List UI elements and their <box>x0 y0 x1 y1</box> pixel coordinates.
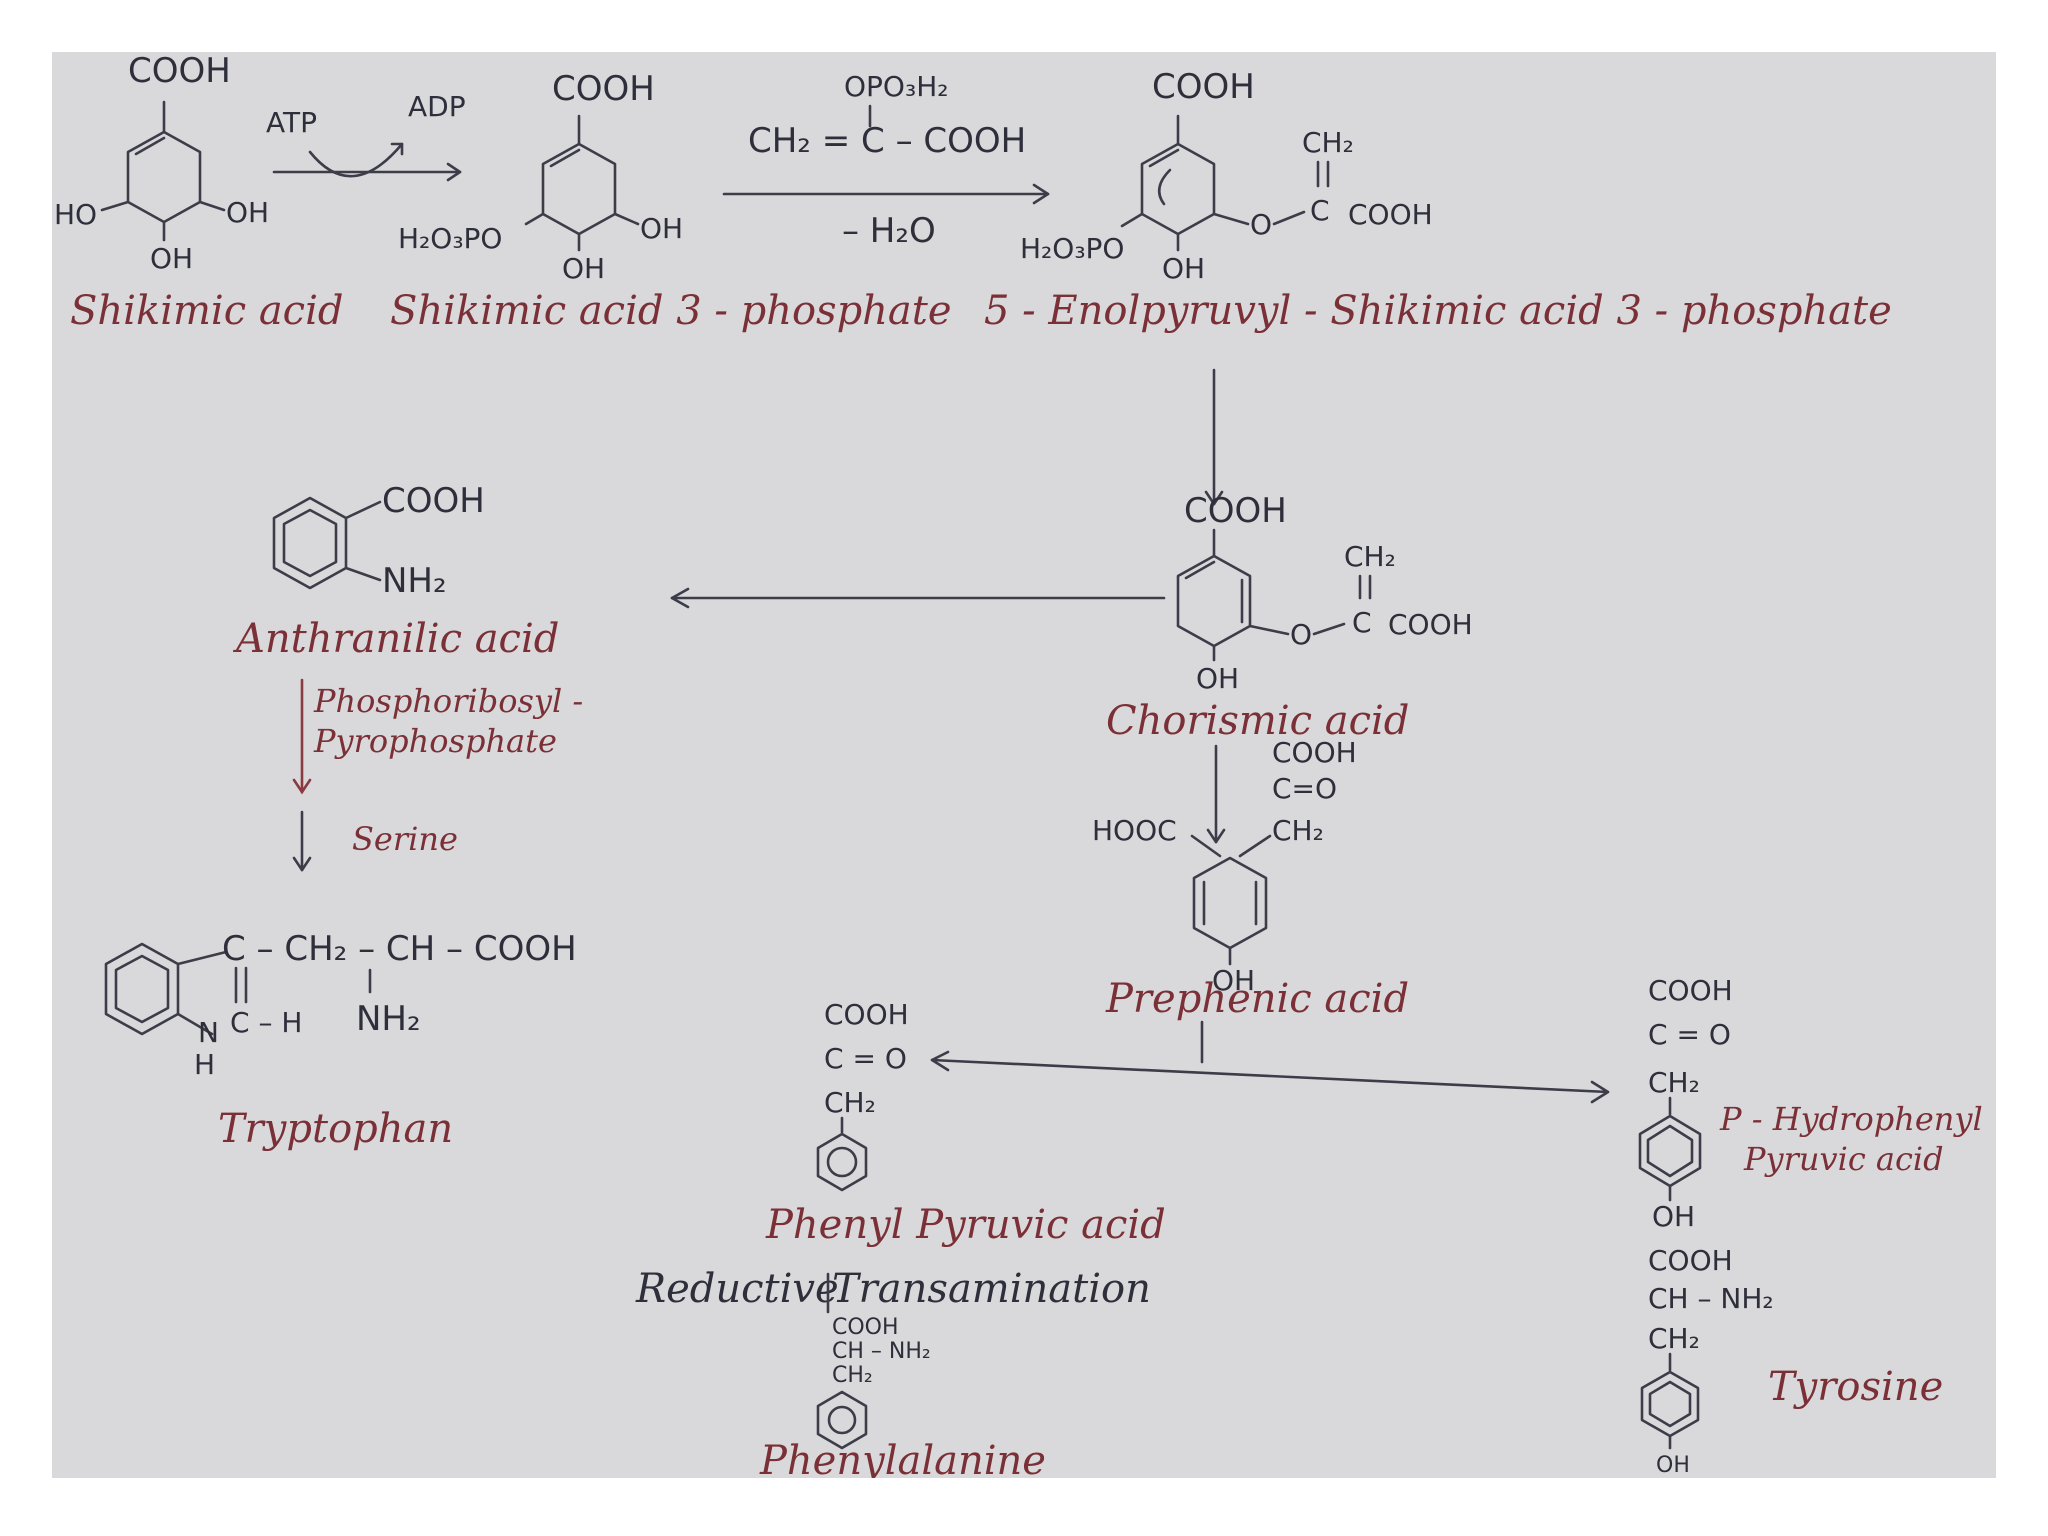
atp-text: ATP <box>266 106 317 139</box>
epsp-structure: COOH H₂O₃PO OH O C CH₂ COOH <box>1020 67 1433 285</box>
anthranilic-label: Anthranilic acid <box>232 616 559 662</box>
reductive-text: Reductive <box>635 1266 839 1312</box>
chorismic-label: Chorismic acid <box>1106 698 1409 744</box>
tryptophan-label: Tryptophan <box>218 1106 453 1152</box>
chorismic-c: C <box>1352 606 1372 639</box>
anthranilic-cooh: COOH <box>382 481 485 521</box>
phenylalanine-ch: CH – NH₂ <box>832 1339 931 1364</box>
epsp-o: O <box>1250 208 1272 241</box>
epsp-cooh: COOH <box>1152 67 1255 107</box>
chorismic-to-anthranilic-arrow <box>670 587 1166 609</box>
anthranilic-nh2: NH₂ <box>382 561 447 601</box>
chorismic-cooh: COOH <box>1184 491 1287 531</box>
tryptophan-ch: C – H <box>230 1006 302 1039</box>
pathway-diagram: COOH HO OH OH Shikimic acid ATP ADP COOH… <box>54 52 1983 1478</box>
chorismic-o: O <box>1290 618 1312 651</box>
tyrosine-label: Tyrosine <box>1768 1364 1943 1410</box>
s3p-phosphate: H₂O₃PO <box>398 222 502 255</box>
s3p-cooh: COOH <box>552 69 655 109</box>
hpp-cooh: COOH <box>1648 974 1733 1007</box>
hpp-label-line1: P - Hydrophenyl <box>1719 1100 1983 1138</box>
s3p-oh-bottom: OH <box>562 252 605 285</box>
atp-adp-arrow: ATP ADP <box>266 90 466 182</box>
epsp-oh: OH <box>1162 252 1205 285</box>
tryptophan-chain: C – CH₂ – CH – COOH <box>222 929 577 969</box>
transamination-text: Transamination <box>832 1266 1151 1312</box>
tyrosine-ch: CH – NH₂ <box>1648 1282 1774 1315</box>
tyrosine-ch2: CH₂ <box>1648 1322 1700 1355</box>
s3p-oh-right: OH <box>640 212 683 245</box>
tryptophan-structure: C – CH₂ – CH – COOH C – H N H NH₂ <box>104 929 577 1081</box>
chorismic-structure: COOH OH O C CH₂ COOH <box>1176 491 1473 695</box>
water-text: – H₂O <box>842 211 936 251</box>
shikimic-oh-bottom: OH <box>150 242 193 275</box>
epsp-cooh2: COOH <box>1348 198 1433 231</box>
s3p-label: Shikimic acid 3 - phosphate <box>390 288 952 334</box>
tryptophan-n: N <box>198 1016 219 1049</box>
pep-formula-text: CH₂ = C – COOH <box>748 121 1026 161</box>
epsp-ch2: CH₂ <box>1302 126 1354 159</box>
tryptophan-nh2: NH₂ <box>356 999 421 1039</box>
phenylpyruvic-label: Phenyl Pyruvic acid <box>765 1202 1166 1248</box>
epsp-c: C <box>1310 194 1330 227</box>
epsp-label: 5 - Enolpyruvyl - Shikimic acid 3 - phos… <box>984 288 1892 334</box>
prephenic-split-arrows <box>930 1020 1610 1104</box>
chorismic-oh: OH <box>1196 662 1239 695</box>
phenylpyruvic-ch2: CH₂ <box>824 1086 876 1119</box>
anthranilic-structure: COOH NH₂ <box>272 481 485 601</box>
hpp-ch2: CH₂ <box>1648 1066 1700 1099</box>
adp-text: ADP <box>408 90 466 123</box>
prephenic-hooc: HOOC <box>1092 814 1177 847</box>
phenylpyruvic-co: C = O <box>824 1042 907 1075</box>
shikimic-ho: HO <box>54 198 97 231</box>
epsp-phosphate: H₂O₃PO <box>1020 232 1124 265</box>
phenylalanine-label: Phenylalanine <box>759 1438 1046 1478</box>
serine-text: Serine <box>352 820 458 858</box>
serine-arrow: Serine <box>292 810 458 872</box>
tyrosine-cooh: COOH <box>1648 1244 1733 1277</box>
phenylalanine-cooh: COOH <box>832 1315 899 1340</box>
prephenic-label: Prephenic acid <box>1105 976 1409 1022</box>
epsp-to-chorismic-arrow <box>1204 368 1224 506</box>
phenylpyruvic-cooh: COOH <box>824 998 909 1031</box>
prephenic-structure: COOH C=O CH₂ HOOC OH <box>1092 736 1357 997</box>
tyrosine-structure: COOH CH – NH₂ CH₂ OH <box>1640 1244 1774 1478</box>
prpp-text-line2: Pyrophosphate <box>313 722 557 760</box>
shikimic-cooh: COOH <box>128 52 231 91</box>
prephenic-ch2: CH₂ <box>1272 814 1324 847</box>
hpp-oh: OH <box>1652 1200 1695 1233</box>
phenylalanine-ch2: CH₂ <box>832 1363 873 1388</box>
pep-arrow: OPO₃H₂ CH₂ = C – COOH – H₂O <box>722 70 1050 251</box>
hpp-label-line2: Pyruvic acid <box>1743 1140 1944 1178</box>
prpp-arrow: Phosphoribosyl - Pyrophosphate <box>292 678 583 795</box>
shikimic-oh-right: OH <box>226 196 269 229</box>
phenylalanine-structure: COOH CH – NH₂ CH₂ <box>816 1315 931 1450</box>
pep-phosphate-text: OPO₃H₂ <box>844 70 948 103</box>
prephenic-cooh: COOH <box>1272 736 1357 769</box>
hpp-structure: COOH C = O CH₂ OH <box>1638 974 1733 1233</box>
chorismic-cooh2: COOH <box>1388 608 1473 641</box>
s3p-structure: COOH H₂O₃PO OH OH <box>398 69 683 285</box>
shikimic-acid-structure: COOH HO OH OH <box>54 52 269 275</box>
prephenic-oh: OH <box>1212 964 1255 997</box>
chorismic-to-prephenic-arrow <box>1206 744 1226 844</box>
prpp-text-line1: Phosphoribosyl - <box>313 682 583 720</box>
hpp-co: C = O <box>1648 1018 1731 1051</box>
phenylpyruvic-structure: COOH C = O CH₂ <box>816 998 909 1192</box>
tyrosine-oh: OH <box>1656 1453 1690 1478</box>
tryptophan-h: H <box>194 1048 215 1081</box>
shikimic-acid-label: Shikimic acid <box>70 288 343 334</box>
prephenic-co: C=O <box>1272 772 1337 805</box>
diagram-sheet: COOH HO OH OH Shikimic acid ATP ADP COOH… <box>52 52 1996 1478</box>
chorismic-ch2: CH₂ <box>1344 540 1396 573</box>
